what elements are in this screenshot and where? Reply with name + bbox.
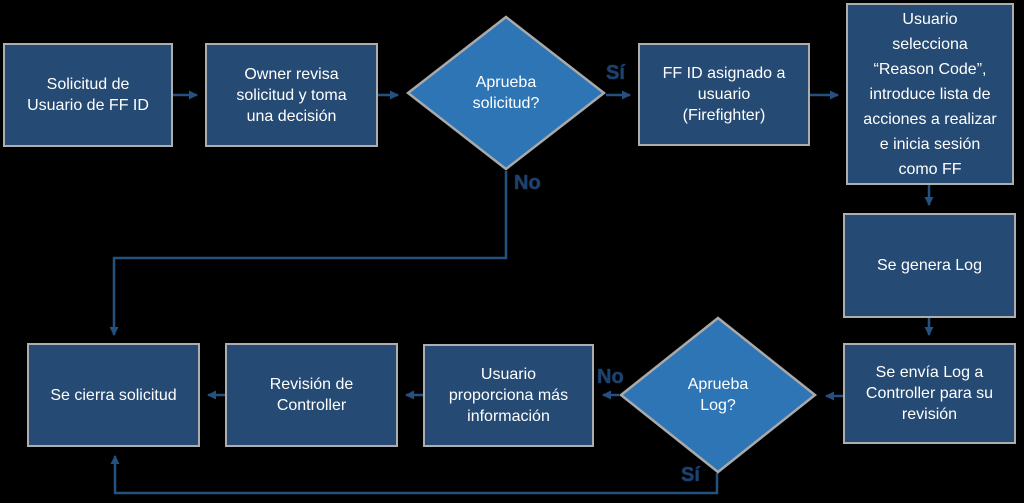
decision-label: Aprueba Log?: [687, 376, 749, 414]
node-label: Revisión de Controller: [269, 376, 354, 414]
diamond-shape: [619, 316, 817, 474]
node-label: Se envía Log a Controller para su revisi…: [865, 364, 994, 423]
node-solicitud-usuario: Solicitud de Usuario de FF ID: [3, 43, 173, 147]
edge-label-no-log: No: [597, 366, 624, 388]
edge-label-no-solicitud: No: [514, 172, 541, 194]
decision-aprueba-solicitud: Aprueba solicitud?: [406, 15, 606, 171]
node-label: Usuario proporciona más información: [448, 366, 569, 425]
node-se-envia-log: Se envía Log a Controller para su revisi…: [843, 343, 1016, 444]
node-label: Se genera Log: [877, 257, 982, 274]
diamond-shape: [406, 15, 606, 171]
node-se-genera-log: Se genera Log: [843, 213, 1016, 318]
decision-aprueba-log: Aprueba Log?: [619, 316, 817, 474]
node-label: Se cierra solicitud: [50, 386, 177, 404]
node-label: Solicitud de Usuario de FF ID: [27, 76, 149, 114]
edge-label-si-solicitud: Sí: [606, 62, 625, 84]
node-ffid-asignado: FF ID asignado a usuario (Firefighter): [638, 43, 810, 146]
node-revision-controller: Revisión de Controller: [225, 343, 398, 447]
node-label: FF ID asignado a usuario (Firefighter): [662, 65, 786, 124]
edge-decision2-si-to-cierra: [110, 455, 719, 495]
decision-label: Aprueba solicitud?: [472, 74, 540, 112]
node-label: Owner revisa solicitud y toma una decisi…: [236, 65, 347, 125]
node-usuario-selecciona: Usuario selecciona “Reason Code”, introd…: [846, 3, 1014, 185]
edge-label-si-log: Sí: [681, 464, 700, 486]
node-owner-revisa: Owner revisa solicitud y toma una decisi…: [205, 43, 378, 147]
node-usuario-proporciona: Usuario proporciona más información: [423, 344, 594, 447]
node-label: Usuario selecciona “Reason Code”, introd…: [863, 10, 997, 178]
node-se-cierra-solicitud: Se cierra solicitud: [27, 343, 200, 447]
edge-decision1-no-to-cierra: [109, 171, 508, 336]
